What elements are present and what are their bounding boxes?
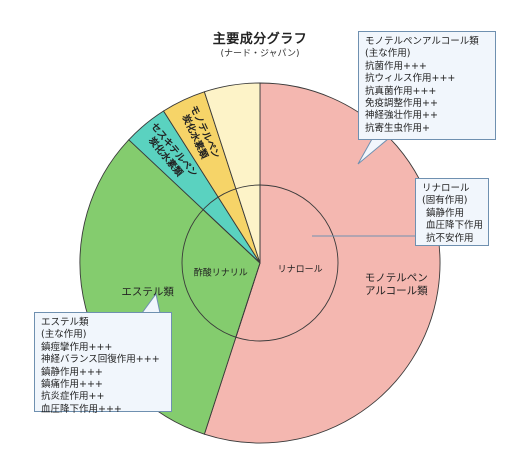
outer-ring: [79, 82, 441, 444]
callout-line: 抗不安作用: [426, 232, 474, 244]
chart-title: 主要成分グラフ: [212, 32, 308, 47]
callout-esters: エステル類 (主な作用) 鎮痙攣作用+++ 神経バランス回復作用+++ 鎮静作用…: [34, 312, 172, 415]
callout-heading: リナロール: [422, 183, 470, 194]
outer-label-line: アルコール類: [365, 285, 428, 297]
callout-line: 神経強壮作用++: [365, 110, 438, 122]
callout-subheading: (主な作用): [365, 48, 411, 60]
callout-line: 鎮痛作用+++: [41, 379, 103, 391]
outer-label-1: エステル類: [121, 286, 174, 298]
callout-heading: モノテルペンアルコール類: [365, 36, 479, 47]
outer-slice-0: [203, 82, 441, 444]
callout-pointer-esters: [141, 292, 161, 314]
callout-heading: エステル類: [41, 317, 89, 328]
callout-linalool: リナロール (固有作用) 鎮静作用 血圧降下作用 抗不安作用: [415, 178, 489, 246]
callout-line: 神経バランス回復作用+++: [41, 354, 160, 366]
callout-line: 抗ウィルス作用+++: [365, 73, 456, 85]
inner-divider-1: [235, 262, 261, 338]
outer-label-line: エステル類: [121, 286, 174, 298]
outer-label-line: モノテルペン: [365, 272, 428, 284]
callout-line: 抗菌作用+++: [365, 60, 427, 72]
callout-subheading: (主な作用): [41, 329, 87, 341]
callout-line: 鎮静作用: [426, 207, 465, 219]
callout-line: 抗寄生虫作用+: [365, 122, 430, 134]
callout-subheading: (固有作用): [422, 195, 468, 207]
callout-line: 血圧降下作用+++: [41, 403, 122, 415]
callout-line: 抗真菌作用+++: [365, 85, 437, 97]
outer-slice-4: [203, 82, 261, 264]
inner-label-0: リナロール: [278, 264, 323, 275]
inner-divider-end: [202, 209, 261, 264]
inner-label-1: 酢酸リナリル: [194, 267, 248, 279]
callout-line: 抗炎症作用++: [41, 391, 105, 403]
callout-leaders: [141, 138, 415, 314]
callout-line: 鎮痙攣作用+++: [41, 341, 113, 353]
outer-label-0: モノテルペンアルコール類: [365, 272, 428, 297]
chart-subtitle: (ナード・ジャパン): [220, 49, 300, 59]
callout-pointer-monoterpene-alcohols: [357, 138, 389, 165]
callout-line: 免疫調整作用++: [365, 98, 438, 110]
inner-ring: リナロール 酢酸リナリル: [181, 184, 339, 342]
callout-line: 鎮静作用+++: [41, 366, 103, 378]
callout-monoterpene-alcohols: モノテルペンアルコール類 (主な作用) 抗菌作用+++ 抗ウィルス作用+++ 抗…: [358, 31, 496, 140]
callout-line: 血圧降下作用: [426, 220, 484, 232]
